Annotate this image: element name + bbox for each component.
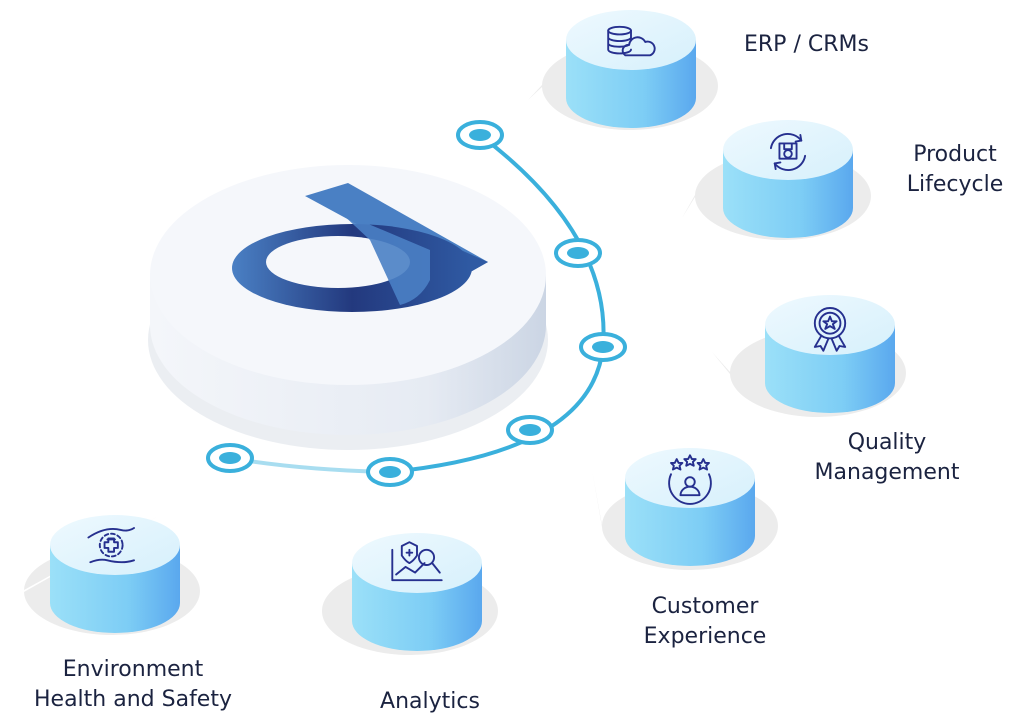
node-ehs xyxy=(24,515,200,635)
connection-arc xyxy=(206,120,627,487)
hands-health-icon xyxy=(87,527,135,564)
platform-logo xyxy=(232,183,488,312)
label-erp: ERP / CRMs xyxy=(744,32,869,57)
puck-top xyxy=(765,295,895,355)
node-plm xyxy=(682,120,871,241)
product-cycle-icon xyxy=(769,133,807,171)
node-cx xyxy=(592,448,778,570)
node-qm xyxy=(712,295,906,418)
analytics-chart-icon xyxy=(391,541,443,582)
database-cloud-icon xyxy=(607,25,656,57)
award-badge-icon xyxy=(813,307,847,352)
node-an xyxy=(322,533,498,655)
puck-top xyxy=(50,515,180,575)
central-platform-disc xyxy=(148,165,548,450)
label-analytics: Analytics xyxy=(380,689,480,714)
node-erp xyxy=(528,10,718,130)
puck-top xyxy=(352,533,482,593)
customer-stars-icon xyxy=(668,454,712,505)
